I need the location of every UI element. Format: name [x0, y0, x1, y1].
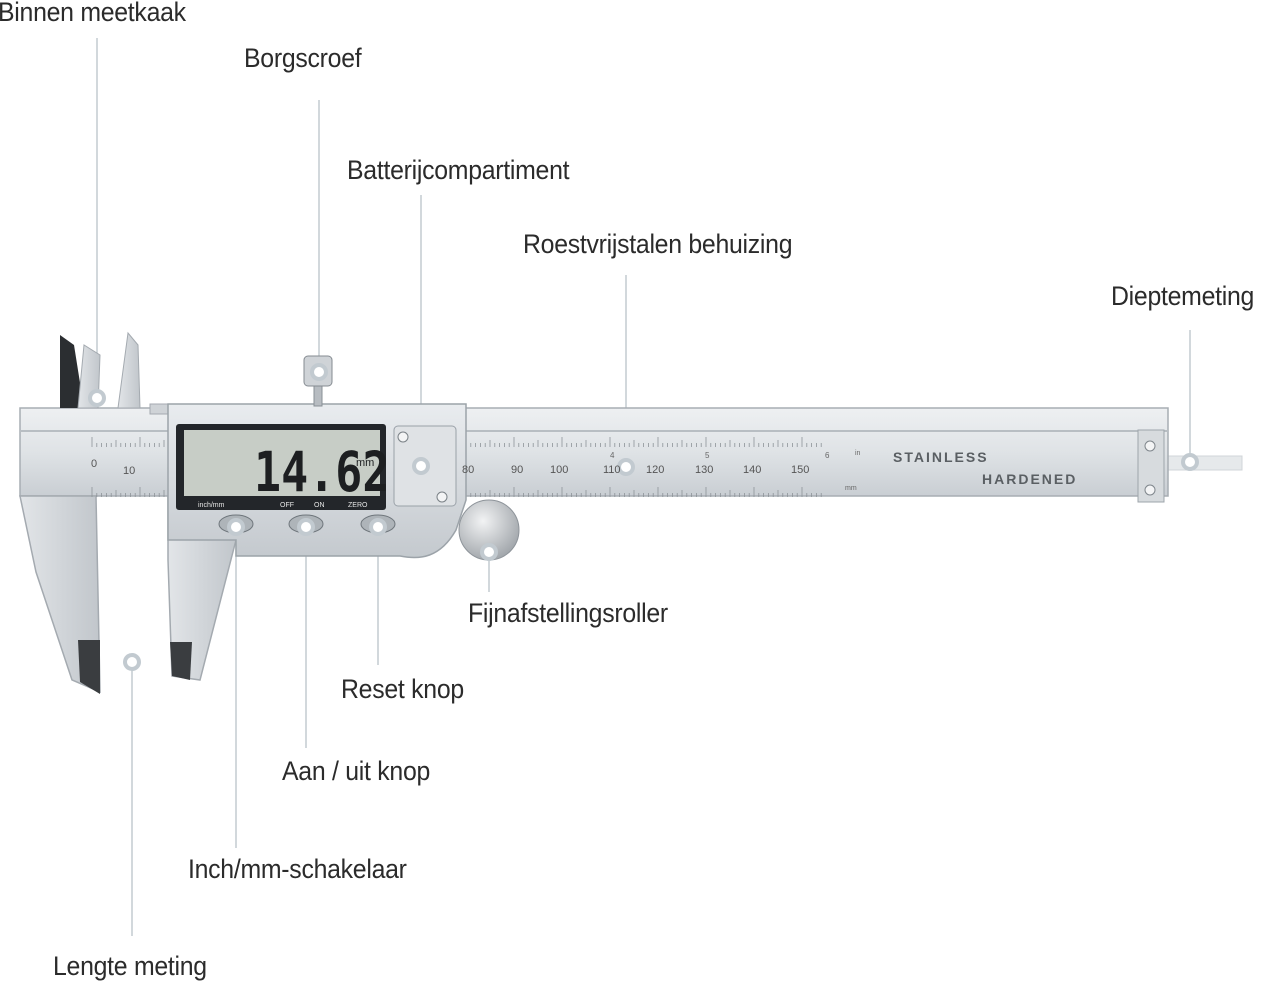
engraving-stainless: STAINLESS — [893, 449, 989, 465]
scale-number-0: 0 — [91, 458, 97, 470]
inch-number-4: 4 — [610, 451, 615, 460]
scale-number-100: 100 — [550, 464, 568, 476]
scale-number-120: 120 — [646, 464, 664, 476]
label-borgscroef: Borgscroef — [244, 43, 362, 73]
scale-number-110: 110 — [603, 464, 621, 476]
marker-inch-mm-schakelaar — [227, 518, 245, 536]
callout-markers — [88, 363, 1199, 671]
label-inch-mm-schakelaar: Inch/mm-schakelaar — [188, 854, 407, 884]
marker-batterijcompartiment — [412, 457, 430, 475]
scale-number-140: 140 — [743, 464, 761, 476]
leader-lines — [96, 38, 1191, 936]
lcd-label-zero: ZERO — [348, 502, 368, 509]
inch-unit: in — [855, 450, 861, 457]
inch-number-6: 6 — [825, 451, 830, 460]
marker-fijnafstellingsroller — [480, 543, 498, 561]
label-fijnafstellingsroller: Fijnafstellingsroller — [468, 598, 668, 628]
marker-aan-uit-knop — [297, 518, 315, 536]
scale-number-80: 80 — [462, 464, 474, 476]
engraving-hardened: HARDENED — [982, 471, 1077, 487]
inch-number-5: 5 — [705, 451, 710, 460]
depth-rod — [1163, 455, 1243, 471]
lcd-label-inch-mm: inch/mm — [198, 502, 225, 509]
scale-number-10: 10 — [123, 465, 135, 477]
left-scale-ticks — [91, 437, 165, 497]
marker-borgscroef — [310, 363, 328, 381]
marker-reset-knop — [369, 518, 387, 536]
lcd-label-off: OFF — [280, 502, 294, 509]
mm-unit: mm — [845, 485, 857, 492]
label-dieptemeting: Dieptemeting — [1111, 281, 1255, 311]
label-batterijcompartiment: Batterijcompartiment — [347, 155, 570, 185]
marker-binnen-meetkaak — [88, 389, 106, 407]
label-roestvrijstalen-behuizing: Roestvrijstalen behuizing — [523, 229, 793, 259]
marker-lengte-meting — [123, 653, 141, 671]
marker-dieptemeting — [1181, 453, 1199, 471]
scale-number-90: 90 — [511, 464, 523, 476]
scale-number-130: 130 — [695, 464, 713, 476]
inside-jaw-moving-tip — [117, 331, 141, 409]
label-reset-knop: Reset knop — [341, 674, 464, 704]
lcd-unit: mm — [356, 457, 374, 469]
label-binnen-meetkaak: Binnen meetkaak — [0, 0, 186, 27]
marker-roestvrijstalen-behuizing — [617, 458, 635, 476]
lcd-screen — [184, 430, 380, 496]
scale-number-150: 150 — [791, 464, 809, 476]
lcd-label-on: ON — [314, 502, 325, 509]
label-lengte-meting: Lengte meting — [53, 951, 207, 981]
inside-jaw-fixed-tip — [60, 335, 84, 408]
lcd-reading: 14.62 — [254, 440, 389, 505]
label-aan-uit-knop: Aan / uit knop — [282, 756, 431, 786]
